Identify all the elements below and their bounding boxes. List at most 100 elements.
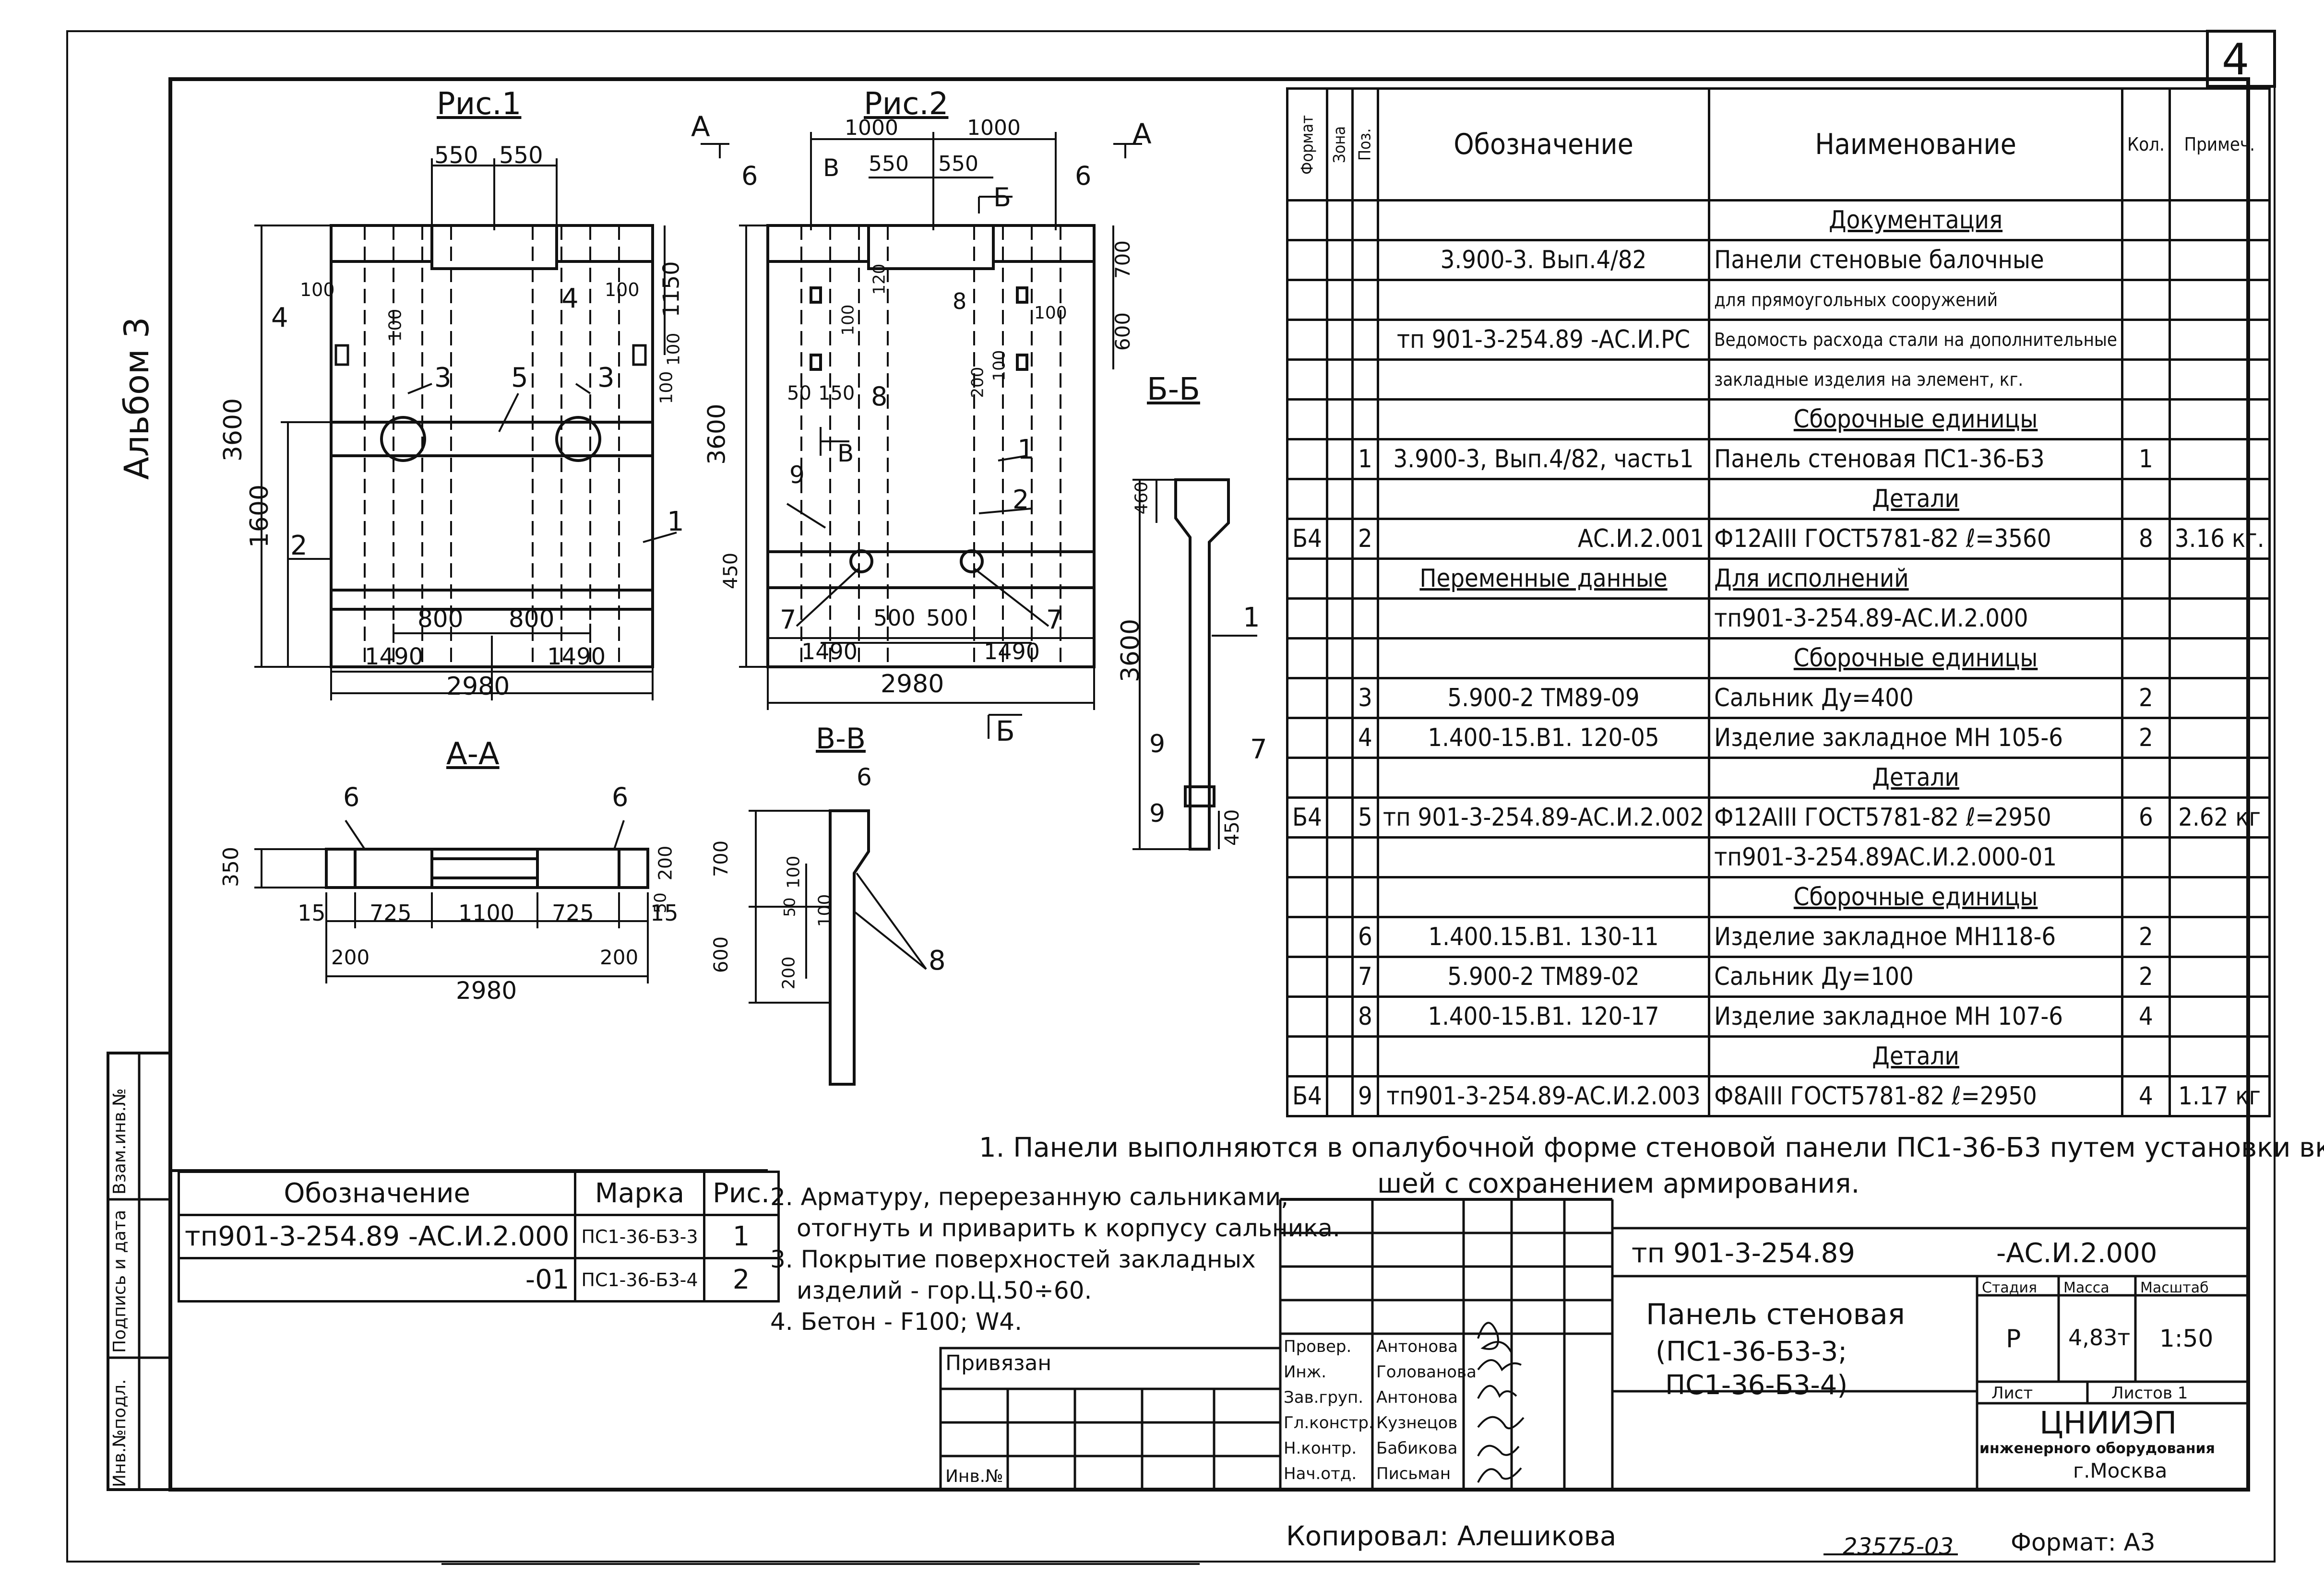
signature-role: Провер.: [1284, 1337, 1352, 1356]
section-aa-title: А-А: [446, 736, 500, 772]
spec-pos-cell: [1351, 637, 1379, 679]
spec-row: Документация: [1286, 199, 2271, 241]
note-3b: изделий - гор.Ц.50÷60.: [797, 1277, 1092, 1304]
spec-designation-cell: Переменные данные: [1376, 557, 1711, 600]
spec-qty-cell: [2121, 319, 2171, 361]
spec-name-cell: Изделие закладное МН 105-6: [1708, 717, 2123, 759]
fig1-dim: 1150: [658, 261, 684, 318]
tb-mass-h: Масса: [2063, 1279, 2109, 1296]
marks-header-row: Обозначение Марка Рис.: [177, 1171, 780, 1216]
spec-qty-cell: [2121, 199, 2171, 241]
fig2-dim: 1490: [984, 639, 1040, 664]
spec-zone-cell: [1325, 1035, 1354, 1078]
spec-format-cell: [1286, 916, 1328, 958]
spec-format-cell: [1286, 398, 1328, 440]
spec-qty-cell: 2: [2121, 956, 2171, 998]
spec-zone-cell: [1325, 1075, 1354, 1117]
spec-note-cell: [2168, 597, 2271, 640]
spec-qty-cell: 1: [2121, 438, 2171, 480]
spec-qty-cell: [2121, 597, 2171, 640]
fig2-dim: 100: [838, 304, 858, 336]
spec-header-row: Формат Зона Поз. Обозначение Наименовани…: [1287, 87, 2271, 201]
spec-note-cell: 1.17 кг: [2168, 1075, 2271, 1117]
spec-pos-cell: 6: [1351, 916, 1379, 958]
fig2-dim: 500: [873, 605, 916, 631]
spec-qty-cell: 2: [2121, 916, 2171, 958]
spec-designation-cell: [1376, 199, 1711, 241]
spec-zone-cell: [1325, 478, 1354, 520]
spec-designation-cell: [1376, 637, 1711, 679]
spec-pos-cell: 4: [1351, 717, 1379, 759]
spec-qty-cell: [2121, 279, 2171, 321]
aa-dim: 15: [298, 900, 326, 926]
spec-note-cell: [2168, 956, 2271, 998]
spec-name-cell: Ведомость расхода стали на дополнительны…: [1708, 319, 2123, 361]
signature-role: Н.контр.: [1284, 1439, 1357, 1458]
spec-name-cell: Панель стеновая ПС1-36-Б3: [1708, 438, 2123, 480]
note-4: 4. Бетон - F100; W4.: [770, 1308, 1022, 1336]
spec-pos-cell: 3: [1351, 677, 1379, 719]
tb-sheets-h: Листов 1: [2111, 1384, 2188, 1403]
spec-zone-cell: [1325, 956, 1354, 998]
fig2-pos: 1: [1017, 434, 1035, 465]
fig2-dim: 150: [818, 382, 855, 404]
spec-note-cell: 3.16 кг.: [2168, 518, 2271, 560]
fig2-dim: 2980: [881, 670, 944, 699]
spec-name-cell: Сборочные единицы: [1708, 876, 2123, 918]
bb-pos: 9: [1149, 730, 1166, 758]
spec-qty-cell: [2121, 478, 2171, 520]
format-label: Формат: А3: [2011, 1528, 2156, 1556]
specification-table: Формат Зона Поз. Обозначение Наименовани…: [1286, 87, 2271, 1117]
inv-no-label: Инв.№: [945, 1467, 1003, 1486]
spec-qty-cell: [2121, 398, 2171, 440]
fig2-dim: 100: [1034, 303, 1067, 323]
signature-name: Письман: [1376, 1464, 1451, 1483]
spec-qty-cell: 4: [2121, 1075, 2171, 1117]
spec-name-cell: Сальник Ду=400: [1708, 677, 2123, 719]
spec-note-cell: [2168, 876, 2271, 918]
aa-pos: 6: [343, 782, 360, 812]
aa-dim: 1100: [458, 900, 515, 926]
signature-role: Инж.: [1284, 1362, 1327, 1382]
spec-designation-cell: тп901-3-254.89-АС.И.2.003: [1376, 1075, 1711, 1117]
spec-zone-cell: [1325, 717, 1354, 759]
fig2-pos: 8: [871, 381, 888, 412]
spec-zone-cell: [1325, 995, 1354, 1038]
spec-format-cell: [1286, 279, 1328, 321]
spec-designation-cell: 3.900-3. Вып.4/82: [1376, 239, 1711, 281]
spec-note-cell: [2168, 995, 2271, 1038]
spec-zone-cell: [1325, 637, 1354, 679]
fig2-pos: 9: [789, 461, 805, 489]
signature-name: Антонова: [1376, 1388, 1458, 1407]
spec-note-cell: [2168, 239, 2271, 281]
fig1-dim: 100: [385, 308, 405, 342]
spec-row: Детали: [1286, 1035, 2271, 1078]
tb-title-3: ПС1-36-Б3-4): [1665, 1370, 1848, 1401]
bb-pos: 9: [1149, 799, 1166, 828]
spec-zone-cell: [1325, 319, 1354, 361]
tb-title-1: Панель стеновая: [1646, 1298, 1905, 1331]
fig1-pos: 4: [271, 302, 288, 333]
spec-format-cell: Б4: [1286, 518, 1328, 560]
spec-name-cell: Детали: [1708, 757, 2123, 799]
fig1-pos: 3: [597, 362, 615, 393]
tb-mass: 4,83т: [2068, 1325, 2131, 1350]
spec-row: Сборочные единицы: [1286, 398, 2271, 440]
spec-qty-cell: [2121, 239, 2171, 281]
fig1-pos: 5: [511, 362, 528, 393]
spec-pos-cell: 1: [1351, 438, 1379, 480]
spec-note-cell: [2168, 557, 2271, 600]
cut-b-top: Б: [993, 182, 1012, 213]
fig2-dim: 50: [787, 382, 811, 404]
spec-name-cell: Документация: [1708, 199, 2123, 241]
spec-name-cell: Для исполнений: [1708, 557, 2123, 600]
spec-zone-cell: [1325, 876, 1354, 918]
fig2-dim: 3600: [703, 403, 731, 465]
privyazan-label: Привязан: [945, 1351, 1052, 1375]
